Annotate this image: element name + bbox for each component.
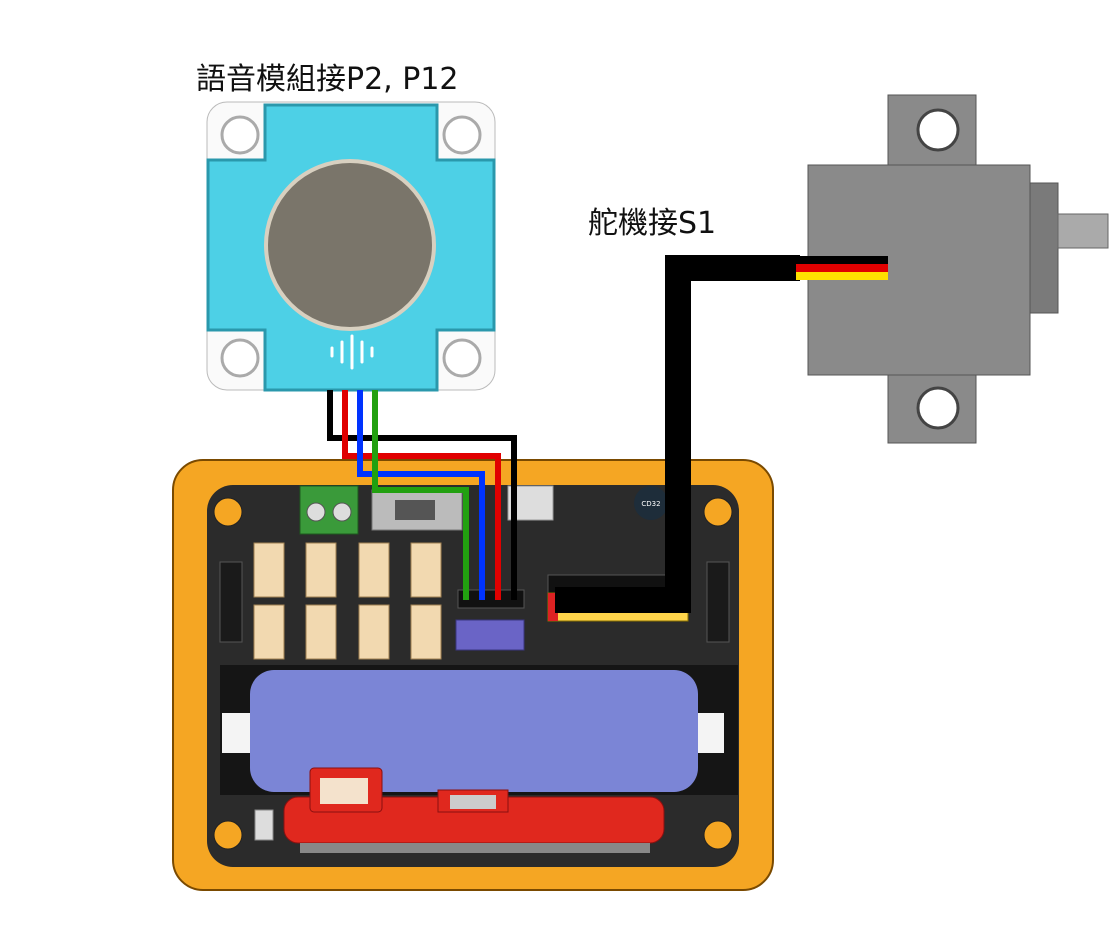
voice-module-label: 語音模組接P2, P12 [196,62,459,97]
controller-board: CD32 [172,459,774,891]
voice-module-wires [327,390,517,600]
chip-marking: CD32 [641,500,660,508]
battery [250,670,698,792]
servo-label: 舵機接S1 [588,206,717,241]
servo-cable [555,255,888,613]
servo-motor [807,94,1109,444]
voice-module [206,101,496,392]
